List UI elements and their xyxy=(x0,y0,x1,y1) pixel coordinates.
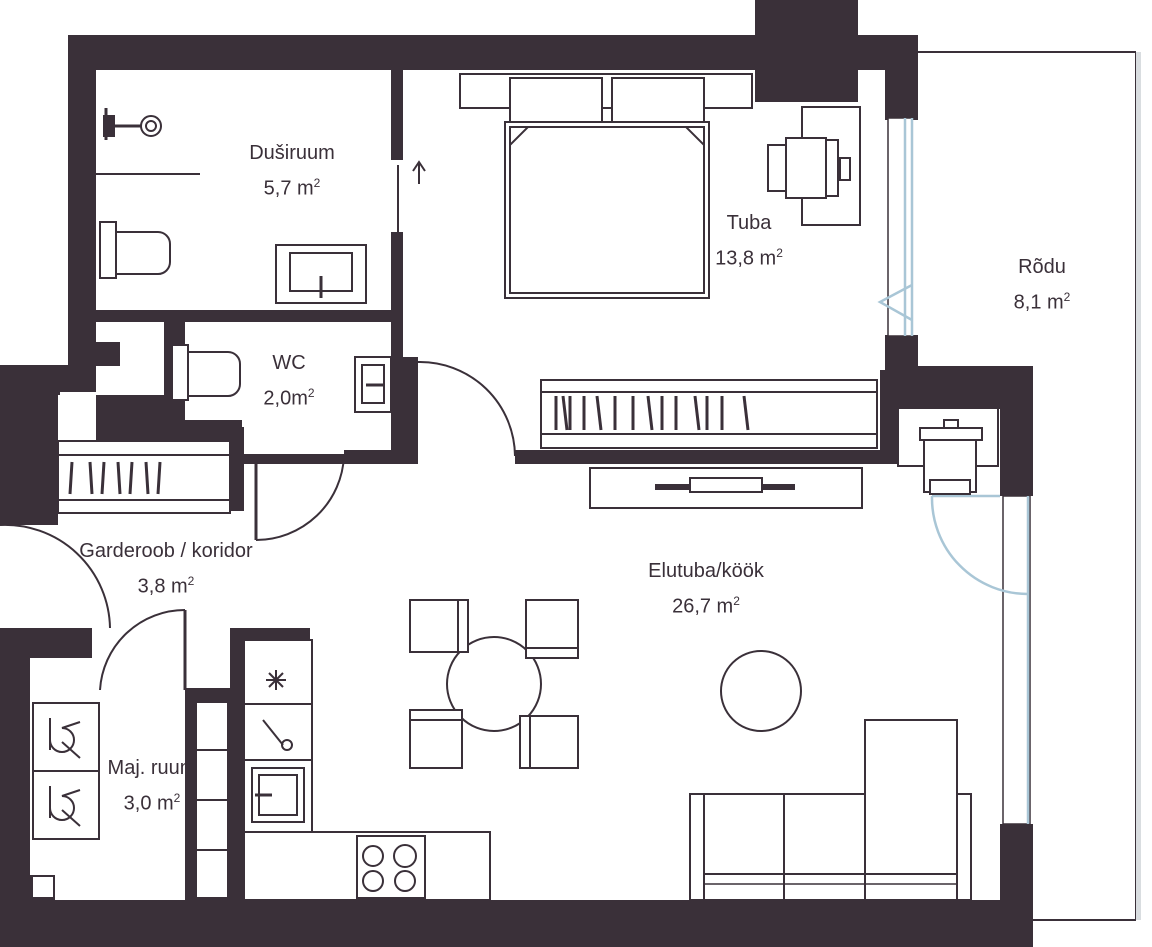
bedroom-fixtures xyxy=(459,73,878,449)
dining-chair xyxy=(409,599,469,653)
hanger xyxy=(88,461,94,495)
dining-chair xyxy=(519,715,579,769)
room-area: 3,0 m2 xyxy=(123,791,181,815)
room-label-tuba: Tuba 13,8 m2 xyxy=(715,208,783,274)
washing-machine-icon xyxy=(32,702,100,840)
dining-chair xyxy=(525,599,579,659)
windows xyxy=(877,117,1031,825)
living-fixtures xyxy=(243,407,999,901)
room-area: 2,0m2 xyxy=(263,386,315,410)
room-label-rodu: Rõdu 8,1 m2 xyxy=(1014,252,1071,318)
shower-room-fixtures xyxy=(96,108,367,304)
hanger xyxy=(693,395,701,431)
room-area: 13,8 m2 xyxy=(715,246,783,270)
room-area: 8,1 m2 xyxy=(1013,290,1071,314)
hanger xyxy=(156,461,162,495)
hanger xyxy=(128,461,134,495)
room-label-wc: WC 2,0m2 xyxy=(263,348,314,414)
dishwasher-icon xyxy=(262,719,293,751)
room-name: WC xyxy=(272,352,306,374)
hanger xyxy=(646,395,654,431)
hallway-fixtures xyxy=(32,440,231,899)
hanger xyxy=(561,395,569,431)
hanger xyxy=(68,461,74,495)
room-label-garderoob: Garderoob / koridor 3,8 m2 xyxy=(79,536,252,602)
hanger xyxy=(144,461,150,495)
hanger xyxy=(742,395,750,431)
hanger xyxy=(595,395,603,431)
room-name: Garderoob / koridor xyxy=(79,540,253,562)
arrow-up-icon xyxy=(412,160,426,184)
room-name: Maj. ruum xyxy=(107,757,197,779)
dining-chair xyxy=(409,709,463,769)
room-label-dusiruum: Duširuum 5,7 m2 xyxy=(249,138,335,204)
room-area: 26,7 m2 xyxy=(672,594,740,618)
doors xyxy=(0,165,516,691)
room-label-elutuba: Elutuba/köök 26,7 m2 xyxy=(648,556,764,622)
walls xyxy=(0,0,1033,947)
room-name: Elutuba/köök xyxy=(648,560,764,582)
hob-icon xyxy=(266,670,286,690)
shower-icon xyxy=(103,108,162,140)
room-name: Rõdu xyxy=(1018,256,1066,278)
balcony xyxy=(918,51,1141,921)
wc-fixtures xyxy=(171,344,392,413)
room-area: 3,8 m2 xyxy=(137,574,195,598)
hanger xyxy=(116,461,122,495)
oven-icon xyxy=(251,767,305,823)
hanger xyxy=(100,461,106,495)
room-name: Tuba xyxy=(726,212,772,234)
room-area: 5,7 m2 xyxy=(263,176,321,200)
room-name: Duširuum xyxy=(249,142,335,164)
room-label-majruum: Maj. ruum 3,0 m2 xyxy=(108,753,197,819)
